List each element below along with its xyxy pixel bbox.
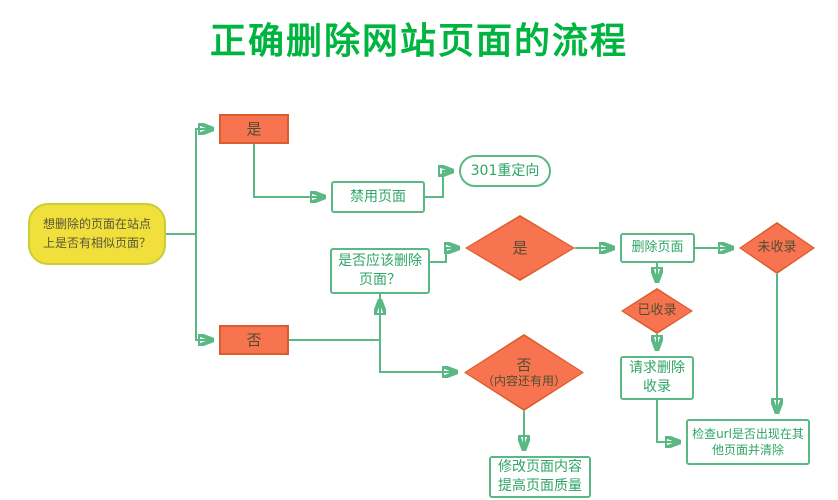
node-decision-no: 否 （内容还有用）: [464, 334, 584, 411]
node-delete-page-label: 删除页面: [631, 240, 684, 256]
connector-yes-to-disable: [253, 144, 326, 197]
node-check-url-label: 检查url是否出现在其他页面并清除: [692, 426, 804, 457]
node-should-delete-label: 是否应该删除页面？: [338, 253, 422, 288]
node-indexed-label: 已收录: [637, 302, 677, 318]
node-redirect-301: 301重定向: [459, 155, 551, 187]
node-modify-content-label: 修改页面内容提高页面质量: [498, 459, 582, 494]
connector-disable-to-301: [425, 171, 454, 198]
page-title: 正确删除网站页面的流程: [209, 21, 628, 62]
node-start: 想删除的页面在站点上是否有相似页面？: [28, 203, 166, 265]
node-decision-yes: 是: [465, 215, 575, 281]
node-decision-no-label-bottom: （内容还有用）: [481, 374, 566, 389]
connector-start-to-yes: [195, 129, 214, 234]
connector-shoulddelete-to-decisionyes: [430, 248, 460, 263]
node-start-label: 想删除的页面在站点上是否有相似页面？: [42, 216, 151, 250]
node-should-delete: 是否应该删除页面？: [330, 248, 430, 294]
node-decision-no-label: 否 （内容还有用）: [464, 356, 584, 390]
node-disable-page-label: 禁用页面: [350, 188, 406, 205]
node-request-removal: 请求删除收录: [620, 356, 694, 400]
node-check-url: 检查url是否出现在其他页面并清除: [686, 419, 810, 465]
node-delete-page: 删除页面: [620, 233, 695, 263]
node-modify-content: 修改页面内容提高页面质量: [489, 456, 591, 498]
connector-shoulddelete-to-decisionno: [379, 294, 458, 372]
connector-no-to-shoulddelete: [289, 299, 380, 341]
node-not-indexed: 未收录: [739, 222, 815, 274]
node-branch-yes: 是: [219, 114, 289, 144]
node-disable-page: 禁用页面: [331, 181, 425, 213]
node-branch-yes-label: 是: [246, 119, 262, 138]
node-branch-no-label: 否: [246, 330, 262, 349]
node-indexed: 已收录: [621, 288, 693, 334]
node-decision-no-label-top: 否: [516, 355, 532, 374]
node-request-removal-label: 请求删除收录: [629, 360, 685, 395]
node-branch-no: 否: [219, 325, 289, 355]
node-decision-yes-label: 是: [512, 238, 528, 257]
connector-start-to-no: [195, 234, 214, 340]
connector-request-to-checkurl: [656, 400, 681, 442]
node-redirect-301-label: 301重定向: [470, 162, 540, 179]
node-not-indexed-label: 未收录: [757, 239, 797, 255]
